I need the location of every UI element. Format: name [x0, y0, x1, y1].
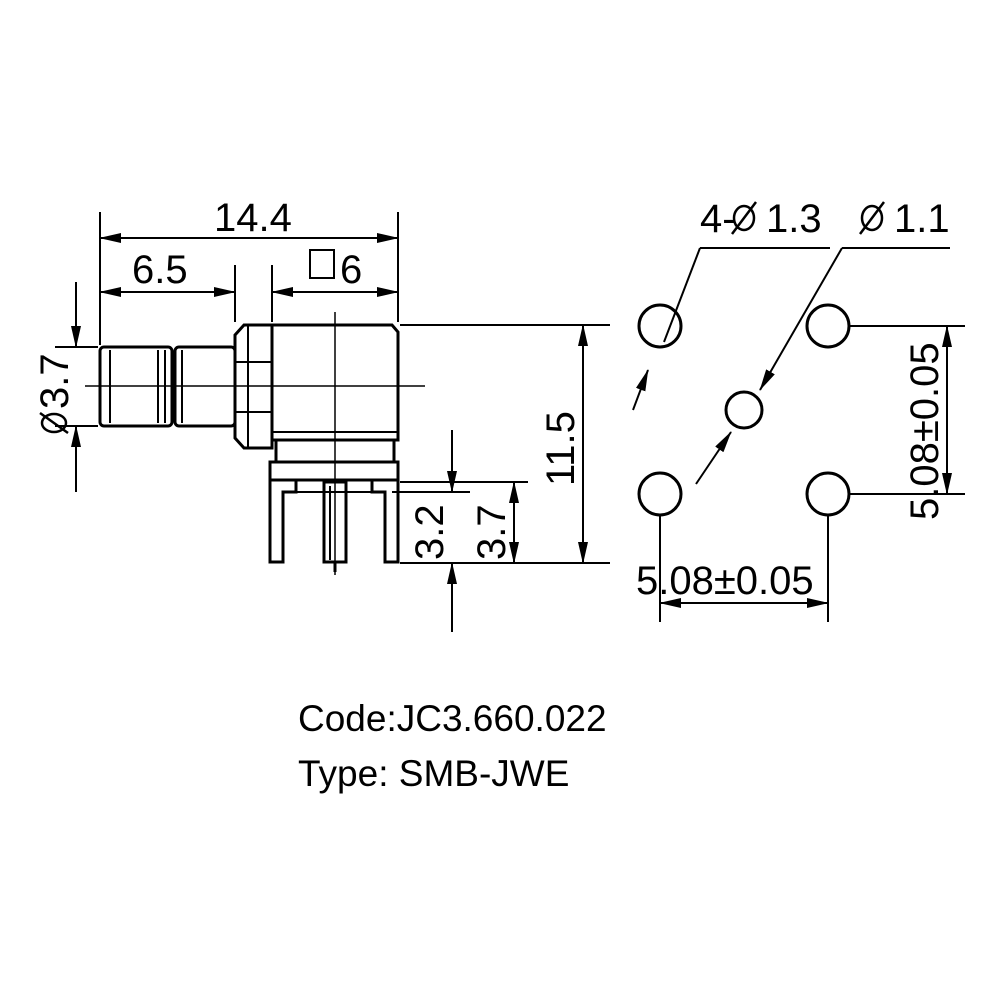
- mount-leg-right: [370, 480, 400, 564]
- square-symbol-icon: [309, 249, 335, 279]
- hex-nut: [233, 323, 274, 450]
- pcb-footprint: [637, 303, 851, 517]
- dim-plug-length: 6.5: [132, 248, 188, 292]
- dim-plug-diameter: 3.7: [33, 353, 77, 409]
- dim-mount-hole-diameter: 1.3: [766, 197, 822, 241]
- dim-center-hole-diameter: 1.1: [894, 197, 950, 241]
- mount-base: [268, 460, 400, 482]
- dimension-lines: [55, 212, 610, 632]
- diameter-icon: [859, 201, 885, 235]
- dim-body-square: 6: [340, 248, 362, 292]
- dim-mount-hole-count: 4-: [700, 197, 736, 241]
- caption-type: Type: SMB-JWE: [298, 753, 570, 794]
- mount-hole-bottom-left: [637, 471, 683, 517]
- dim-height: 11.5: [539, 411, 583, 486]
- footprint-dimension-lines: [632, 247, 965, 622]
- connector-side-view: [98, 323, 400, 572]
- dim-pitch-horizontal: 5.08±0.05: [636, 559, 814, 603]
- mount-hole-top-left: [637, 303, 683, 349]
- dim-pin-height: 3.2: [408, 504, 452, 560]
- center-lines: [85, 312, 425, 575]
- dim-pitch-vertical: 5.08±0.05: [903, 342, 947, 520]
- dim-overall-length: 14.4: [214, 196, 292, 240]
- caption-code: Code:JC3.660.022: [298, 698, 607, 739]
- diameter-icon: [731, 201, 757, 235]
- diameter-icon: [39, 411, 69, 435]
- mount-hole-bottom-right: [805, 471, 851, 517]
- mount-hole-top-right: [805, 303, 851, 349]
- mount-leg-left: [268, 480, 298, 564]
- dim-leg-height: 3.7: [470, 504, 514, 560]
- center-hole: [724, 390, 764, 430]
